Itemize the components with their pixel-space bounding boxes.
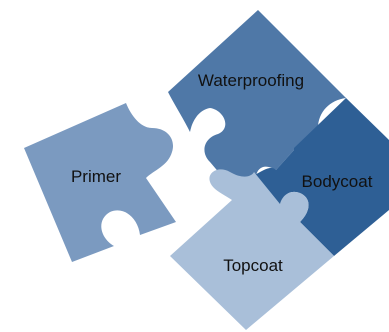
puzzle-piece-topcoat: [170, 169, 334, 330]
piece-label-waterproofing: Waterproofing: [198, 71, 304, 90]
puzzle-piece-bodycoat: [252, 98, 389, 256]
piece-label-bodycoat: Bodycoat: [302, 172, 373, 191]
puzzle-piece-primer: [24, 103, 176, 262]
piece-label-primer: Primer: [71, 167, 121, 186]
piece-label-topcoat: Topcoat: [223, 256, 283, 275]
